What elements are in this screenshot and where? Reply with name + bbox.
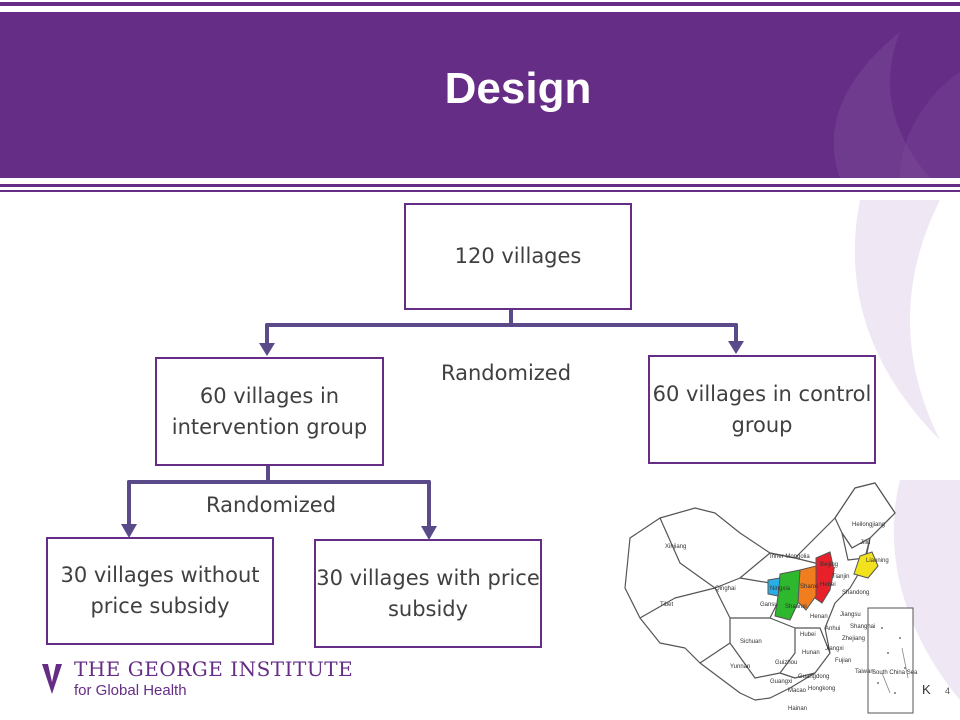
map-label-hainan: Hainan xyxy=(788,706,807,712)
arrowhead-control xyxy=(728,341,744,354)
map-label-shanxi: Shanxi xyxy=(800,584,818,590)
box-with-subsidy: 30 villages with price subsidy xyxy=(314,539,542,648)
map-label-guizhou: Guizhou xyxy=(775,660,797,666)
box-without-subsidy: 30 villages without price subsidy xyxy=(46,537,274,645)
border-center xyxy=(795,627,831,654)
slide-title: Design xyxy=(444,64,592,113)
logo-tagline: for Global Health xyxy=(74,682,187,699)
region-liaoning xyxy=(853,551,879,579)
box-intervention-label: 60 villages in intervention group xyxy=(171,383,368,439)
map-label-hebei: Hebei xyxy=(820,582,836,588)
region-jilin xyxy=(841,532,871,561)
map-label-sichuan: Sichuan xyxy=(740,639,762,645)
map-label-heilongjiang: Heilongjiang xyxy=(852,522,885,528)
box-without-subsidy-label: 30 villages without price subsidy xyxy=(60,563,260,618)
border-tibet xyxy=(639,587,731,664)
map-label-anhui: Anhui xyxy=(825,626,840,632)
map-label-liaoning: Liaoning xyxy=(866,558,889,564)
arrowhead-intervention xyxy=(259,343,275,356)
map-inset-letter: K xyxy=(922,682,931,697)
randomized-label-bottom: Randomized xyxy=(206,493,337,517)
map-label-shaanxi: Shaanxi xyxy=(785,604,807,610)
title-banner: Design xyxy=(0,12,960,178)
map-label-shanghai: Shanghai xyxy=(850,624,875,630)
arrowhead-no-subsidy xyxy=(121,524,137,538)
map-label-taiwan: Taiwan xyxy=(855,669,874,675)
map-label-tianjin: Tianjin xyxy=(832,574,849,580)
box-control-label: 60 villages in control group xyxy=(652,381,872,437)
map-label-shandong: Shandong xyxy=(842,590,869,596)
map-label-macao: Macao xyxy=(788,688,807,694)
map-label-xinjiang: Xinjiang xyxy=(665,544,686,550)
logo-name: THE GEORGE INSTITUTE xyxy=(74,657,354,681)
box-with-subsidy-label: 30 villages with price subsidy xyxy=(316,565,540,621)
page-number: 4 xyxy=(945,686,951,696)
map-label-fujian: Fujian xyxy=(835,658,851,664)
map-label-beijing: Beijing xyxy=(820,562,838,568)
banner-rule-1 xyxy=(0,184,960,187)
map-label-hubei: Hubei xyxy=(800,632,816,638)
arrowhead-with-subsidy xyxy=(421,526,437,540)
map-label-inner-mongolia: Inner Mongolia xyxy=(770,554,810,560)
map-inset-box xyxy=(867,607,914,714)
map-label-yunnan: Yunnan xyxy=(730,664,750,670)
region-ningxia xyxy=(767,577,781,597)
box-120-villages: 120 villages xyxy=(404,203,632,310)
box-control-group: 60 villages in control group xyxy=(648,355,876,464)
map-label-guangdong: Guangdong xyxy=(798,674,829,680)
banner-rule-2 xyxy=(0,190,960,192)
map-label-hongkong: Hongkong xyxy=(808,686,835,692)
randomized-label-top: Randomized xyxy=(441,361,572,385)
box-intervention-group: 60 villages in intervention group xyxy=(155,357,384,466)
box-120-villages-label: 120 villages xyxy=(454,244,582,268)
map-label-henan: Henan xyxy=(810,614,828,620)
map-label-jiangsu: Jiangsu xyxy=(840,612,861,618)
map-label-south-china-sea: South China Sea xyxy=(872,670,918,676)
map-label-jiangxi: Jiangxi xyxy=(825,646,844,652)
banner-watermark xyxy=(833,32,960,178)
map-label-ningxia: Ningxia xyxy=(770,586,791,592)
map-label-qinghai: Qinghai xyxy=(715,586,736,592)
border-south xyxy=(779,672,816,679)
map-label-tibet: Tibet xyxy=(660,602,673,608)
map-label-gansu: Gansu xyxy=(760,602,778,608)
map-label-jilin: Jilin xyxy=(860,540,870,546)
map-label-hunan: Hunan xyxy=(802,650,820,656)
george-institute-logo-icon xyxy=(42,664,62,694)
map-label-guangxi: Guangxi xyxy=(770,679,792,685)
map-label-zhejiang: Zhejiang xyxy=(842,636,865,642)
top-rule xyxy=(0,2,960,6)
